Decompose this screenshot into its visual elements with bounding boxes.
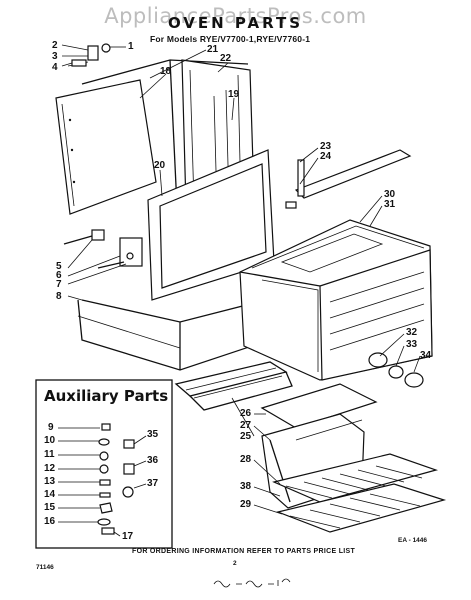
right-reference-code: EA - 1446: [398, 537, 428, 544]
callout-20: 20: [154, 160, 166, 171]
callout-13: 13: [44, 476, 56, 487]
oven-racks: [272, 453, 447, 533]
callout-4: 4: [52, 62, 58, 73]
callout-18: 18: [160, 66, 172, 77]
callout-30: 30: [384, 189, 396, 200]
callout-5: 5: [56, 261, 62, 272]
callout-29: 29: [240, 499, 252, 510]
callout-32: 32: [406, 327, 418, 338]
ordering-note: FOR ORDERING INFORMATION REFER TO PARTS …: [132, 548, 356, 555]
callout-37: 37: [147, 478, 159, 489]
oven-light-assembly: [368, 352, 424, 388]
callout-leaders: [61, 44, 421, 515]
hinge-switch-parts: [67, 43, 111, 67]
igniter-assembly: [63, 229, 143, 269]
callout-28: 28: [240, 454, 252, 465]
page-number: 2: [233, 560, 237, 567]
callout-33: 33: [406, 339, 418, 350]
callout-2: 2: [52, 40, 58, 51]
callout-9: 9: [48, 422, 54, 433]
callout-31: 31: [384, 199, 396, 210]
callout-24: 24: [320, 151, 332, 162]
handwritten-note: [213, 578, 291, 588]
page-title: OVEN PARTS: [167, 14, 304, 32]
oven-front-frame: [147, 149, 275, 301]
callout-7: 7: [56, 279, 62, 290]
callout-8: 8: [56, 291, 62, 302]
callout-25: 25: [240, 431, 252, 442]
callout-22: 22: [220, 53, 232, 64]
models-caption: For Models RYE/V7700-1,RYE/V7760-1: [150, 34, 311, 44]
left-reference-code: 71146: [36, 564, 54, 571]
callout-12: 12: [44, 463, 56, 474]
callout-6: 6: [56, 270, 62, 281]
callout-19: 19: [228, 89, 240, 100]
callout-16: 16: [44, 516, 56, 527]
callout-34: 34: [420, 350, 432, 361]
oven-support-bracket: [285, 149, 412, 209]
broil-element: [174, 361, 293, 411]
watermark-text: AppliancePartsPros.com: [104, 4, 367, 28]
callout-11: 11: [44, 449, 55, 460]
callout-10: 10: [44, 435, 56, 446]
auxiliary-parts-box: [35, 379, 173, 549]
callout-1: 1: [128, 41, 134, 52]
callout-26: 26: [240, 408, 252, 419]
callout-23: 23: [320, 141, 332, 152]
auxiliary-parts-heading: Auxiliary Parts: [44, 387, 169, 405]
callout-36: 36: [147, 455, 159, 466]
callout-27: 27: [240, 420, 252, 431]
callout-14: 14: [44, 489, 56, 500]
callout-15: 15: [44, 502, 56, 513]
callout-38: 38: [240, 481, 252, 492]
callout-35: 35: [147, 429, 159, 440]
callout-3: 3: [52, 51, 58, 62]
oven-liner: [239, 219, 433, 381]
oven-back-panel: [55, 79, 157, 215]
callout-17: 17: [122, 531, 134, 542]
callout-21: 21: [207, 44, 219, 55]
